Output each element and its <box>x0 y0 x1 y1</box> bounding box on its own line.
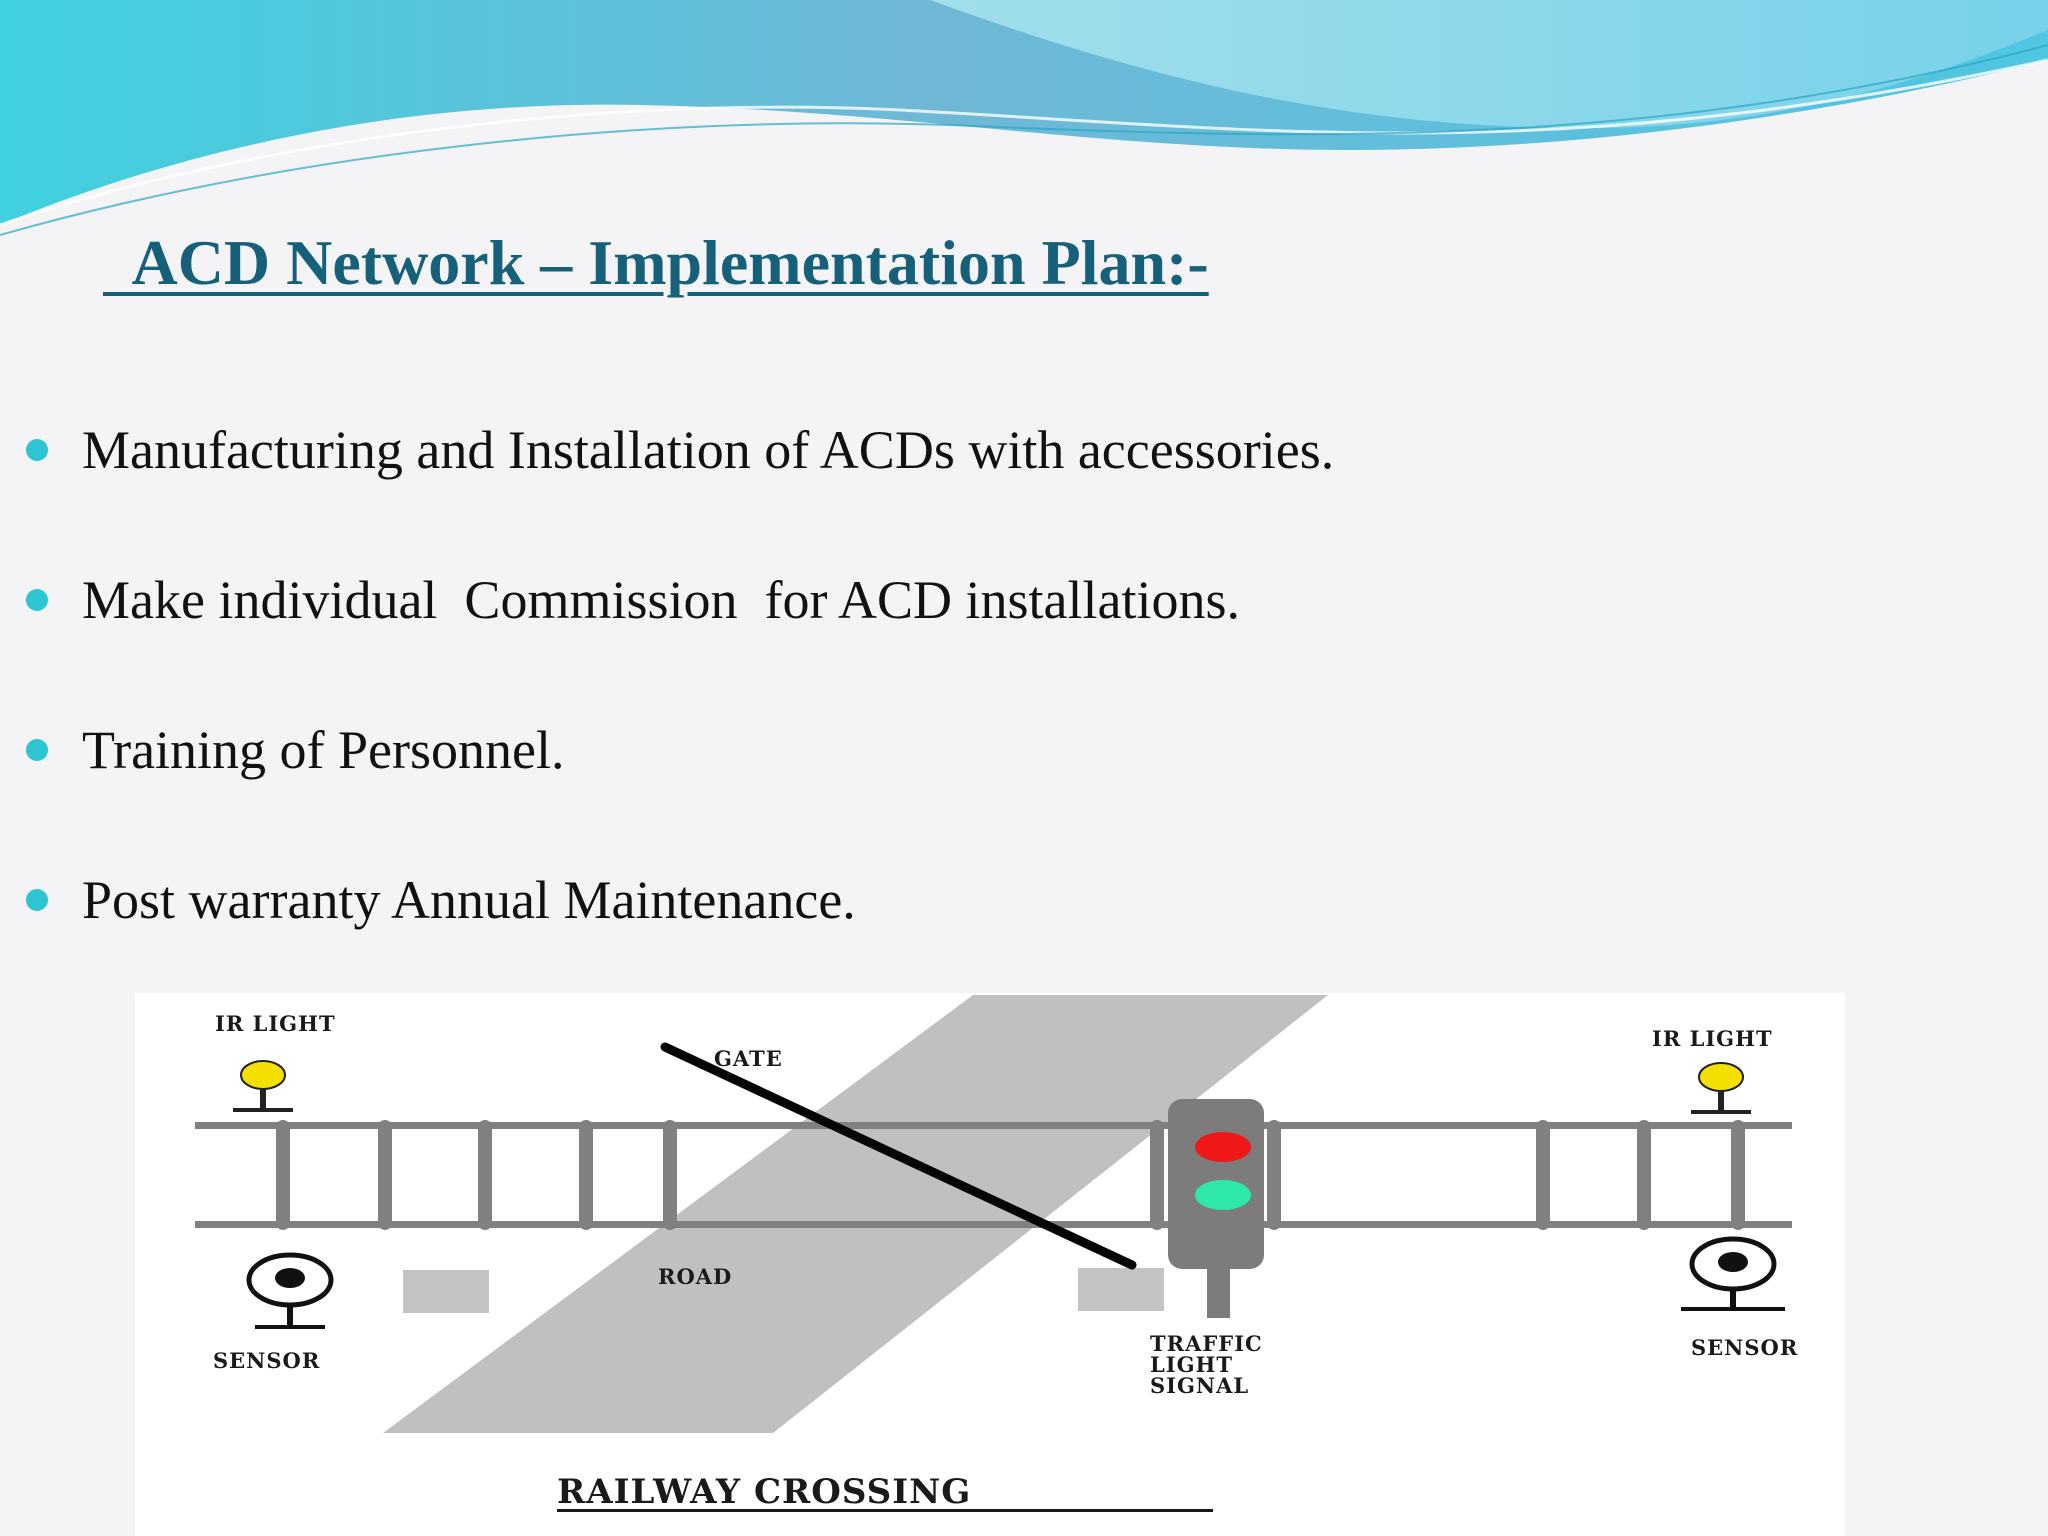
caption-underline <box>557 1509 1213 1512</box>
diagram-caption: RAILWAY CROSSING <box>557 1472 971 1512</box>
gate-post-right <box>1078 1268 1164 1311</box>
sleeper <box>378 1120 392 1230</box>
road-strip <box>383 995 1328 1433</box>
bullet-text: Make individual Commission for ACD insta… <box>82 570 1240 630</box>
signal-green-lamp <box>1195 1180 1251 1210</box>
sleeper <box>276 1120 290 1230</box>
sleeper <box>1150 1120 1164 1230</box>
slide-title: ACD Network – Implementation Plan:- <box>103 227 1209 298</box>
sleeper <box>1731 1120 1745 1230</box>
bullet-item: Make individual Commission for ACD insta… <box>0 560 1500 640</box>
diagram-canvas: IR LIGHT IR LIGHT GATE ROAD SENSOR SENSO… <box>195 995 1798 1512</box>
bullet-dot-icon <box>26 739 48 761</box>
bullet-item: Training of Personnel. <box>0 710 1500 790</box>
railway-crossing-diagram: IR LIGHT IR LIGHT GATE ROAD SENSOR SENSO… <box>135 993 1845 1536</box>
rail-top <box>195 1122 1792 1129</box>
gate-barrier <box>660 1042 1137 1270</box>
traffic-light-icon <box>1168 1099 1264 1318</box>
sleeper <box>663 1120 677 1230</box>
ir-light-icon <box>1691 1062 1751 1114</box>
rail-bottom <box>195 1221 1792 1228</box>
sleeper <box>1267 1120 1281 1230</box>
bullet-item: Post warranty Annual Maintenance. <box>0 860 1500 940</box>
bullet-text: Post warranty Annual Maintenance. <box>82 870 856 930</box>
sensor-icon <box>1681 1236 1785 1311</box>
sleeper <box>1536 1120 1550 1230</box>
bullet-list: Manufacturing and Installation of ACDs w… <box>0 0 1500 960</box>
sensor-right-label: SENSOR <box>1691 1335 1798 1360</box>
header-wave-decoration <box>0 0 2048 236</box>
bullet-dot-icon <box>26 889 48 911</box>
bullet-text: Manufacturing and Installation of ACDs w… <box>82 420 1335 480</box>
sleeper <box>478 1120 492 1230</box>
ir-light-right-label: IR LIGHT <box>1652 1026 1773 1051</box>
sleeper <box>1637 1120 1651 1230</box>
gate-label: GATE <box>714 1046 783 1071</box>
traffic-signal-label-line1: TRAFFIC <box>1150 1331 1263 1356</box>
sensor-left-label: SENSOR <box>213 1348 320 1373</box>
signal-red-lamp <box>1195 1132 1251 1162</box>
bullet-item: Manufacturing and Installation of ACDs w… <box>0 410 1500 490</box>
bullet-dot-icon <box>26 589 48 611</box>
ir-light-icon <box>233 1060 293 1112</box>
ir-light-left-label: IR LIGHT <box>215 1011 336 1036</box>
gate-post-left <box>403 1270 489 1313</box>
traffic-signal-label-line3: SIGNAL <box>1150 1373 1249 1398</box>
road-label: ROAD <box>658 1264 732 1289</box>
sleeper <box>579 1120 593 1230</box>
sensor-icon <box>246 1252 334 1329</box>
bullet-text: Training of Personnel. <box>82 720 565 780</box>
bullet-dot-icon <box>26 439 48 461</box>
railway-sleepers <box>276 1120 1745 1230</box>
traffic-signal-label-line2: LIGHT <box>1150 1352 1233 1377</box>
